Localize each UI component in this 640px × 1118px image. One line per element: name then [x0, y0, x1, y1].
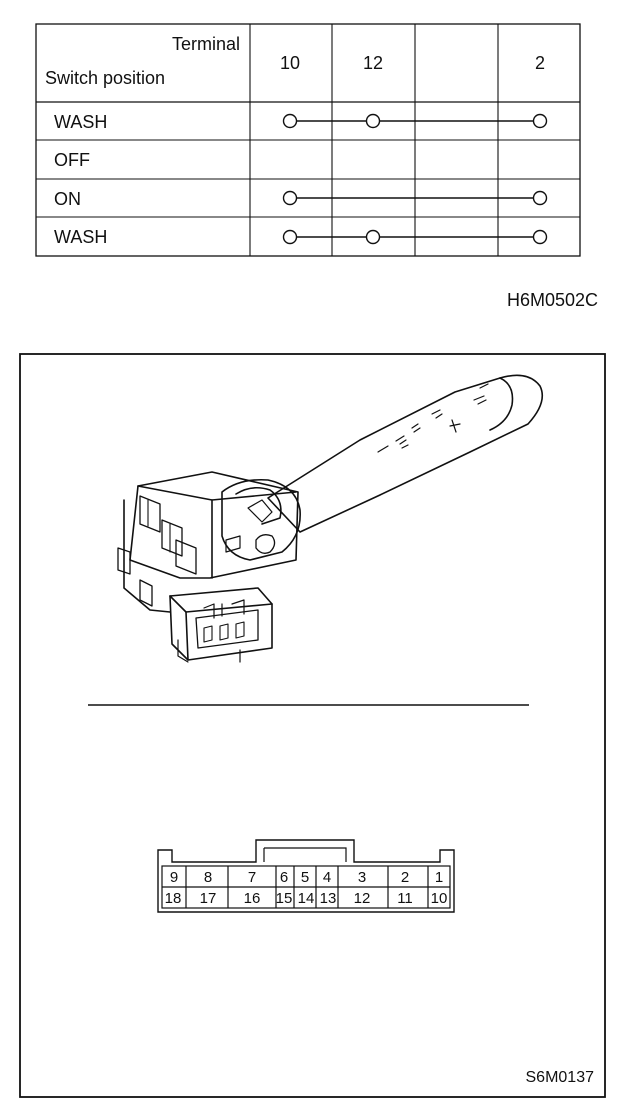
lever-collar	[221, 478, 301, 561]
pin-label: 7	[248, 869, 256, 886]
pin-label: 17	[200, 890, 217, 907]
connector-cavities	[203, 621, 245, 643]
housing-tab	[117, 547, 131, 575]
row-label-off: OFF	[54, 150, 90, 170]
lever-collar-inner	[235, 486, 282, 525]
terminal-node	[365, 113, 381, 129]
housing-clip	[161, 519, 183, 557]
row-label-wash: WASH	[54, 112, 107, 132]
pin-label: 6	[280, 869, 288, 886]
terminal-node	[282, 113, 298, 129]
table-code: H6M0502C	[507, 290, 598, 310]
pin-label: 8	[204, 869, 212, 886]
switch-housing	[129, 471, 299, 579]
pin-label: 9	[170, 869, 178, 886]
column-header-terminal-12: 12	[363, 53, 383, 73]
figure-frame	[19, 353, 606, 1098]
pin-label: 10	[431, 890, 448, 907]
pin-label: 14	[298, 890, 315, 907]
connector-face	[195, 609, 259, 649]
housing-clip	[139, 579, 153, 607]
lever-knob-edge	[489, 377, 514, 431]
terminal-node	[532, 190, 548, 206]
pin-label: 3	[358, 869, 366, 886]
combination-switch-illustration	[117, 374, 544, 663]
header-switch-position: Switch position	[45, 68, 165, 88]
pin-dividers	[185, 866, 429, 908]
pin-label: 2	[401, 869, 409, 886]
lever-pivot	[247, 499, 273, 523]
pin-label: 1	[435, 869, 443, 886]
terminal-node	[282, 229, 298, 245]
terminal-node	[532, 113, 548, 129]
housing-boss	[255, 534, 276, 554]
housing-top-edge	[137, 485, 297, 501]
housing-side-wall	[123, 499, 171, 613]
connector-latches	[203, 599, 245, 619]
figure-code: S6M0137	[526, 1069, 595, 1086]
row-label-on: ON	[54, 189, 81, 209]
switch-position-table: Terminal Switch position 10 12 2 WASH OF…	[35, 23, 581, 257]
connection-marks	[282, 113, 548, 245]
connector-corner-edge	[185, 611, 189, 661]
pin-label: 4	[323, 869, 331, 886]
connector-block	[169, 587, 273, 661]
housing-clip	[175, 539, 197, 575]
connector-key-inner	[264, 847, 347, 862]
housing-clip	[139, 495, 161, 533]
lever-stalk	[267, 374, 544, 533]
pin-label: 11	[397, 890, 413, 907]
column-header-terminal-2: 2	[535, 53, 545, 73]
column-header-terminal-10: 10	[280, 53, 300, 73]
pin-label: 12	[354, 890, 371, 907]
row-label-wash: WASH	[54, 227, 107, 247]
terminal-node	[365, 229, 381, 245]
connector-outline	[157, 839, 455, 913]
header-terminal: Terminal	[172, 34, 240, 54]
pin-label: 16	[244, 890, 261, 907]
pin-label: 13	[320, 890, 337, 907]
pin-label: 18	[165, 890, 182, 907]
terminal-node	[282, 190, 298, 206]
connector-pinout	[157, 839, 455, 913]
pin-label: 5	[301, 869, 309, 886]
terminal-node	[532, 229, 548, 245]
lever-markings	[377, 383, 489, 453]
connector-pin-labels: 9 8 7 6 5 4 3 2 1 18 17 16 15 14 13 12 1…	[165, 869, 448, 907]
pin-label: 15	[276, 890, 293, 907]
